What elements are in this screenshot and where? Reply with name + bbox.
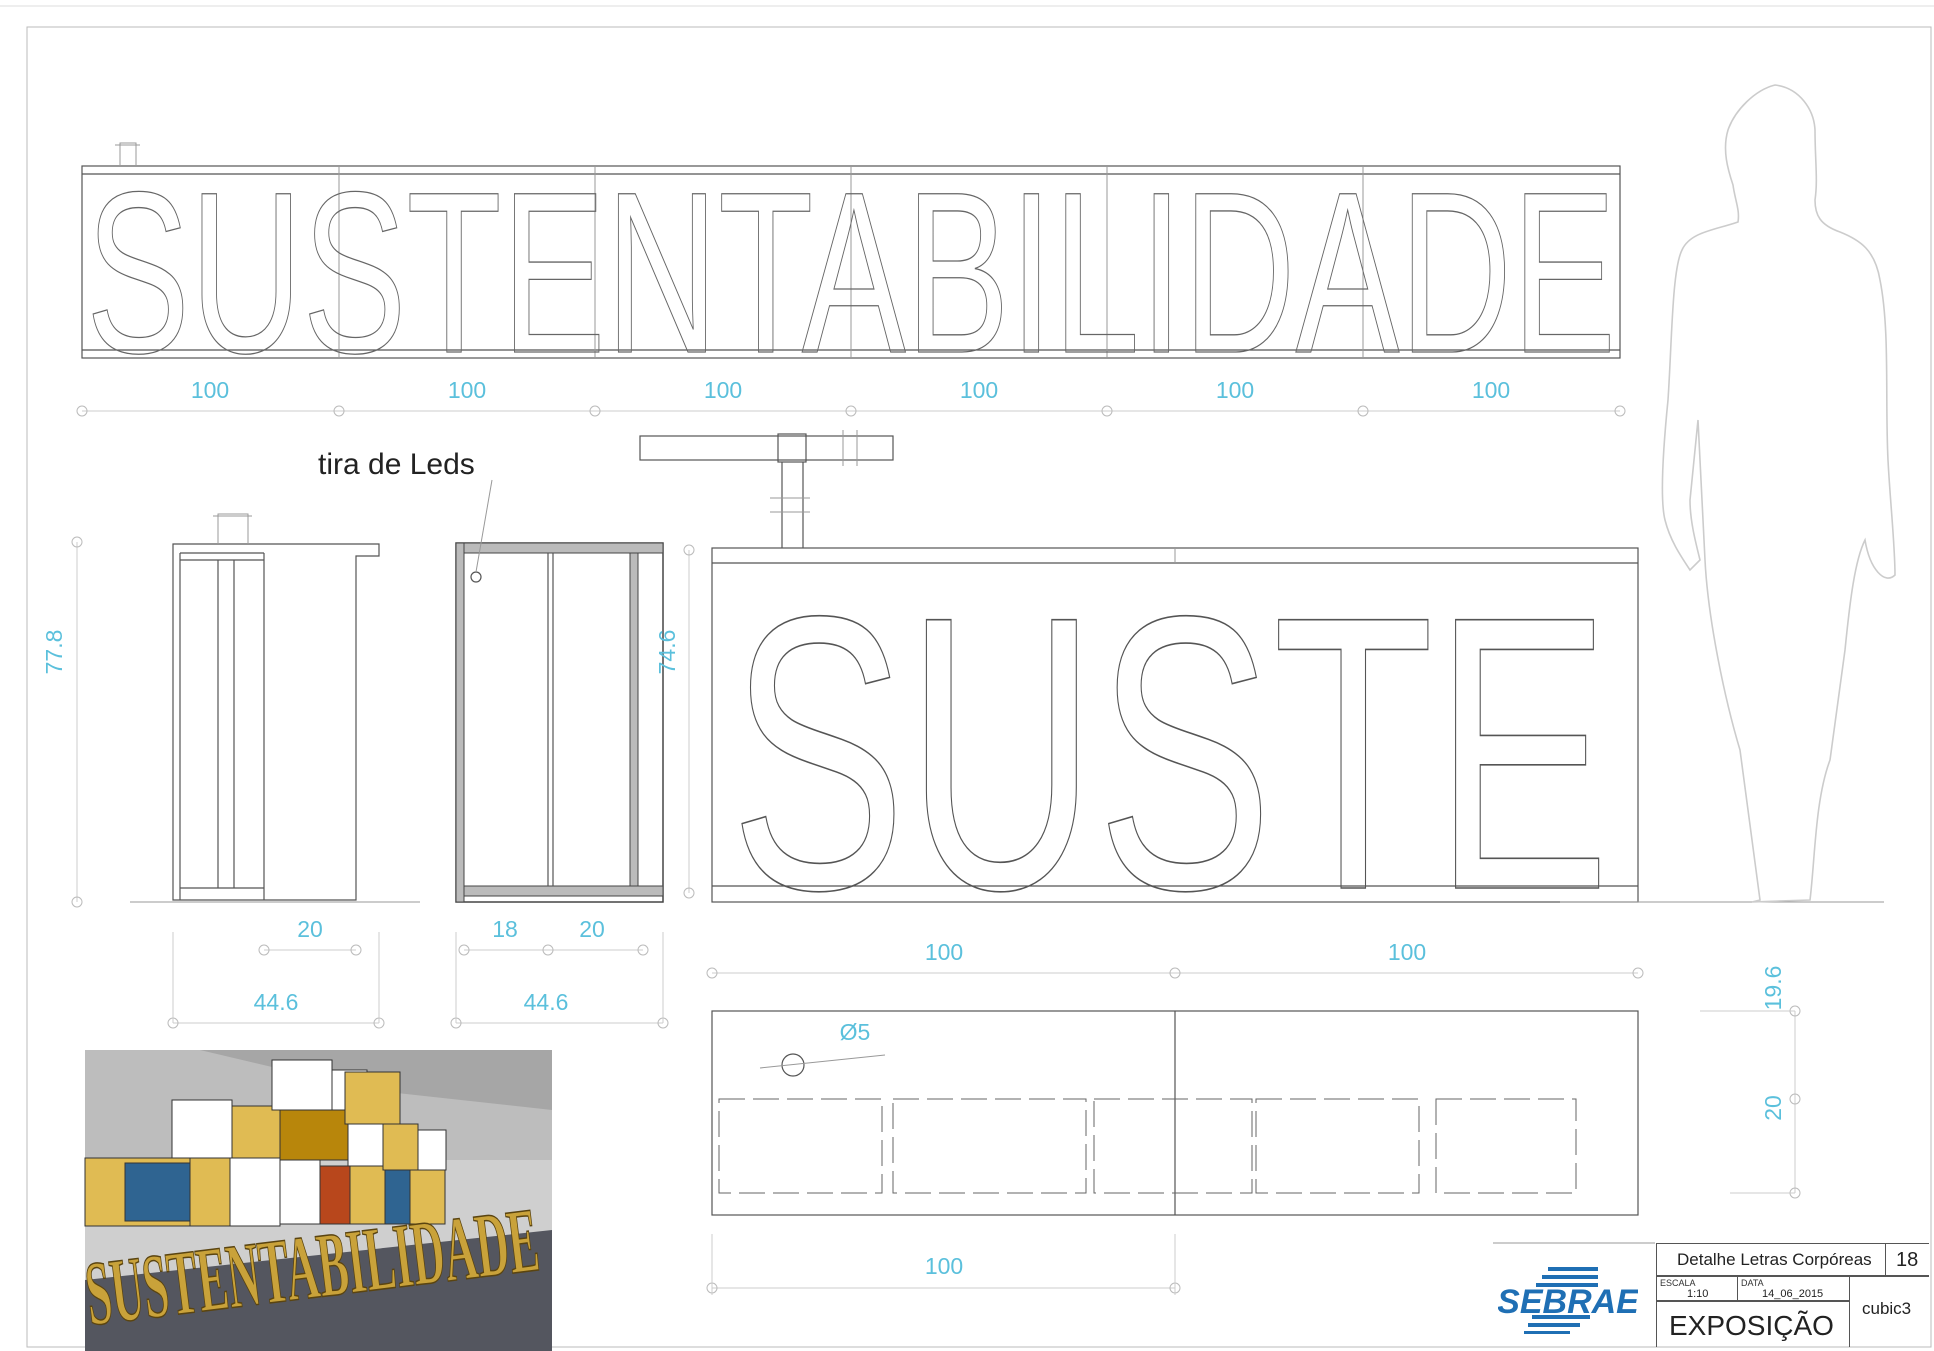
dim-front-2: 100 [1388,939,1426,965]
dim-front-1: 100 [925,939,963,965]
dim-height-77-8: 77.8 [41,630,67,675]
dim-top-4: 100 [960,377,998,403]
dim-top-5: 100 [1216,377,1254,403]
dim-section-18: 18 [492,916,518,942]
scale-value: 1:10 [1687,1288,1709,1300]
scale-label: ESCALA [1660,1278,1696,1288]
sheet-number: 18 [1896,1249,1919,1271]
dim-section-20: 20 [579,916,605,942]
sebrae-logo: SEBRAE [1497,1263,1640,1335]
scale-cell: ESCALA 1:10 [1656,1276,1737,1301]
title-block: Detalhe Letras Corpóreas 18 ESCALA 1:10 … [1493,1243,1929,1347]
top-elevation: SUSTENTABILIDADE [81,142,1621,402]
date-value: 14_06_2015 [1762,1288,1824,1300]
project-cell: EXPOSIÇÃO [1656,1301,1850,1347]
dim-top-1: 100 [191,377,229,403]
dim-top-6: 100 [1472,377,1510,403]
dim-plan-100: 100 [925,1253,963,1279]
dim-total-44-6-section: 44.6 [524,989,569,1015]
project-code: cubic3 [1862,1299,1912,1318]
dim-top-3: 100 [704,377,742,403]
drawing-title: Detalhe Letras Corpóreas [1677,1250,1872,1269]
date-cell: DATA 14_06_2015 [1737,1276,1850,1301]
section-view: tira de Leds 74.6 18 20 44.6 [318,448,695,1029]
date-label: DATA [1741,1278,1764,1288]
dim-right-20: 20 [1760,1095,1786,1121]
front-lettering: SUSTE [730,535,1610,971]
render-illustration: SUSTENTABILIDADE [79,1050,552,1351]
code-cell: cubic3 [1850,1276,1929,1347]
plan-view: Ø5 100 19.6 20 [706,966,1801,1295]
dim-top-2: 100 [448,377,486,403]
leds-annotation: tira de Leds [318,448,475,481]
project-name: EXPOSIÇÃO [1669,1310,1834,1341]
front-elevation: SUSTE 100 100 [639,430,1884,979]
dim-hole-diameter: Ø5 [840,1019,871,1045]
top-dimension-line: 100 100 100 100 100 100 [76,377,1626,417]
dim-total-44-6-left: 44.6 [254,989,299,1015]
top-lettering: SUSTENTABILIDADE [86,144,1616,401]
title-cell: Detalhe Letras Corpóreas [1656,1243,1885,1276]
sheet-number-cell: 18 [1885,1243,1929,1276]
sebrae-logo-text: SEBRAE [1498,1283,1638,1321]
render-floor [85,1230,552,1351]
side-view: 77.8 20 44.6 [41,513,420,1029]
sheet-frame [26,26,1932,1348]
human-figure [1661,84,1896,903]
dim-depth-20-left: 20 [297,916,323,942]
dim-right-19-6: 19.6 [1760,966,1786,1011]
dim-height-74-6: 74.6 [654,630,680,675]
